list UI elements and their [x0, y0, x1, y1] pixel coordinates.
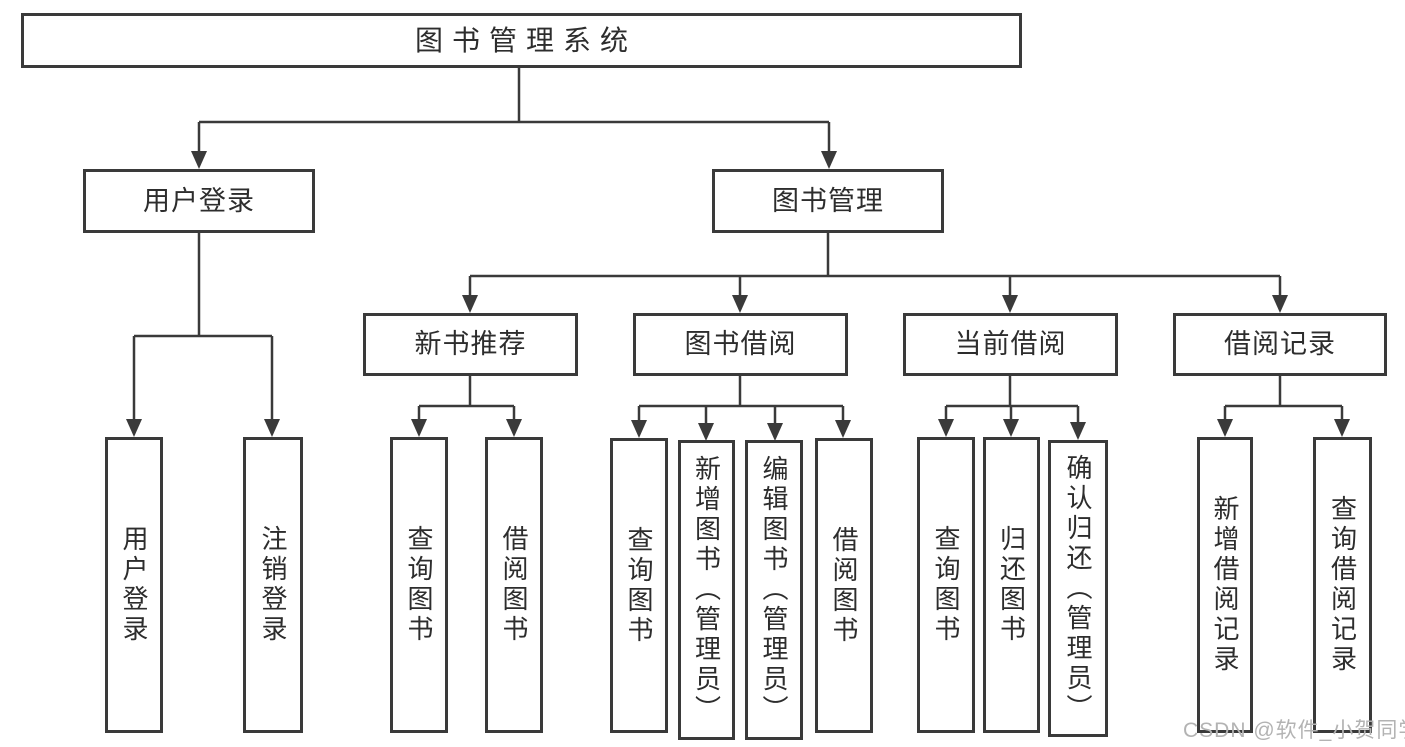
node-root-label: 图书管理系统	[414, 24, 637, 56]
node-book-borrow-label: 图书借阅	[684, 329, 797, 359]
leaf-add-record-label: 新增借阅记录	[1210, 495, 1240, 675]
leaf-query-book-2-label: 查询图书	[624, 525, 654, 646]
leaf-query-book-3-label: 查询图书	[931, 525, 961, 645]
node-book-borrow: 图书借阅	[633, 313, 848, 376]
leaf-query-book-1-label: 查询图书	[404, 525, 434, 645]
leaf-return-book: 归还图书	[983, 437, 1040, 733]
leaf-confirm-return-label: 确认归还（管理员）	[1063, 453, 1093, 724]
leaf-borrow-book-1-label: 借阅图书	[499, 525, 529, 645]
node-current-borrow-label: 当前借阅	[954, 329, 1067, 359]
watermark: CSDN @软件_小贺同学	[1183, 719, 1405, 742]
leaf-logout: 注销登录	[243, 437, 303, 733]
node-user-login: 用户登录	[83, 169, 315, 233]
node-new-book-rec: 新书推荐	[363, 313, 578, 376]
node-book-mgmt: 图书管理	[712, 169, 944, 233]
leaf-query-record: 查询借阅记录	[1313, 437, 1372, 733]
node-user-login-label: 用户登录	[143, 185, 255, 216]
leaf-query-book-3: 查询图书	[917, 437, 975, 733]
leaf-add-book-label: 新增图书（管理员）	[691, 455, 722, 725]
leaf-query-book-1: 查询图书	[390, 437, 448, 733]
leaf-user-login: 用户登录	[105, 437, 163, 733]
leaf-borrow-book-1: 借阅图书	[485, 437, 543, 733]
leaf-edit-book: 编辑图书（管理员）	[745, 440, 803, 740]
leaf-query-record-label: 查询借阅记录	[1327, 495, 1358, 675]
node-book-mgmt-label: 图书管理	[772, 185, 884, 216]
node-new-book-rec-label: 新书推荐	[414, 329, 527, 359]
leaf-edit-book-label: 编辑图书（管理员）	[759, 455, 789, 725]
leaf-confirm-return: 确认归还（管理员）	[1048, 440, 1108, 737]
node-borrow-record-label: 借阅记录	[1224, 329, 1336, 359]
leaf-user-login-label: 用户登录	[119, 525, 149, 645]
leaf-borrow-book-2-label: 借阅图书	[829, 525, 859, 646]
node-borrow-record: 借阅记录	[1173, 313, 1387, 376]
leaf-logout-label: 注销登录	[258, 525, 288, 645]
node-root: 图书管理系统	[21, 13, 1022, 68]
leaf-add-book: 新增图书（管理员）	[678, 440, 735, 740]
leaf-return-book-label: 归还图书	[996, 525, 1027, 645]
leaf-borrow-book-2: 借阅图书	[815, 438, 873, 733]
leaf-add-record: 新增借阅记录	[1197, 437, 1253, 733]
node-current-borrow: 当前借阅	[903, 313, 1118, 376]
leaf-query-book-2: 查询图书	[610, 438, 668, 733]
